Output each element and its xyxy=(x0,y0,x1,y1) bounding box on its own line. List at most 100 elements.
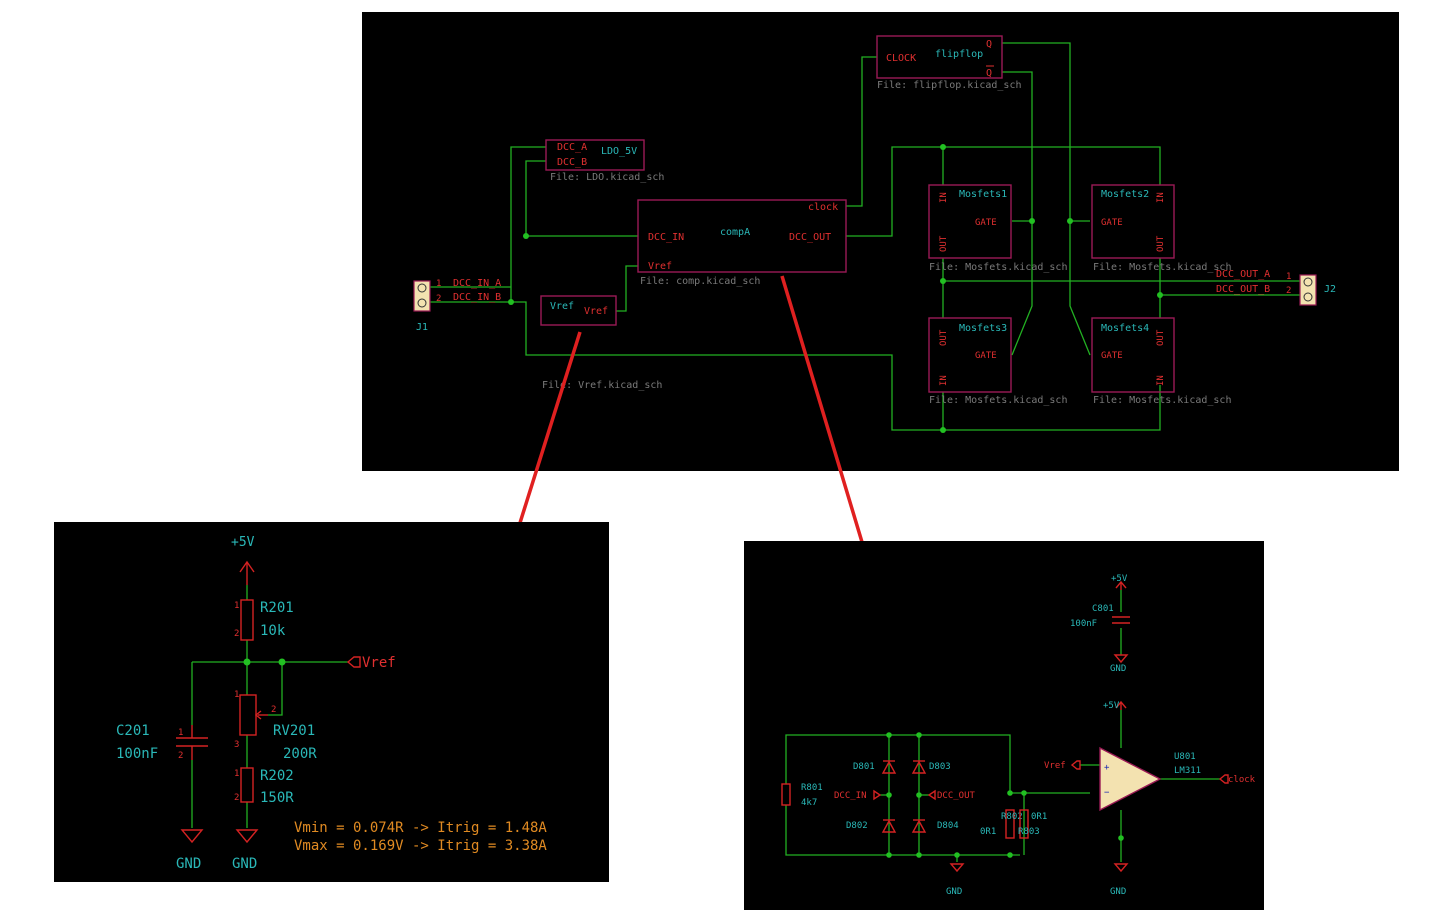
power-5v-opamp[interactable]: +5V xyxy=(1103,700,1127,711)
label-text: DCC_OUT xyxy=(937,791,976,801)
label-text: Vref xyxy=(362,655,396,671)
sheet-vref[interactable]: Vref Vref File: Vref.kicad_sch xyxy=(540,295,662,391)
comp-panel xyxy=(744,541,1264,910)
pin-clock: CLOCK xyxy=(886,53,916,64)
sheet-flipflop[interactable]: flipflop CLOCK Q Q File: flipflop.kicad_… xyxy=(876,35,1022,91)
sheet-name: flipflop xyxy=(935,49,983,60)
label-vref[interactable]: Vref xyxy=(1044,760,1081,771)
gnd-label: GND xyxy=(1110,887,1126,897)
resistor-r202[interactable]: 1 2 R202 150R xyxy=(234,767,294,806)
pin-number: 3 xyxy=(234,740,239,750)
gnd-label: GND xyxy=(1110,664,1126,674)
sheet-name: Mosfets2 xyxy=(1101,189,1149,200)
gnd-symbol-c201[interactable]: GND xyxy=(176,829,204,872)
ref-label: D804 xyxy=(937,821,959,831)
pin-dcc-b: DCC_B xyxy=(557,157,587,168)
sheet-mosfets3[interactable]: Mosfets3 GATE OUT IN File: Mosfets.kicad… xyxy=(928,317,1067,406)
pin-number: 2 xyxy=(234,629,239,639)
ref-label: RV201 xyxy=(273,723,315,739)
svg-text:−: − xyxy=(1104,788,1110,798)
pin-in: IN xyxy=(939,192,949,203)
potentiometer-rv201[interactable]: 1 2 3 RV201 200R xyxy=(234,690,317,762)
ref-label: R803 xyxy=(1018,827,1040,837)
hierarchical-label-vref[interactable]: Vref xyxy=(346,655,396,671)
net-label-dcc-in-a: DCC_IN_A xyxy=(453,278,501,289)
sheet-name: Mosfets1 xyxy=(959,189,1007,200)
ref-label: U801 xyxy=(1174,752,1196,762)
sheet-file: File: comp.kicad_sch xyxy=(640,276,760,287)
pin-vref: Vref xyxy=(648,261,672,272)
value-label: LM311 xyxy=(1174,766,1201,776)
pin-number: 2 xyxy=(436,294,441,304)
gnd-symbol-c801[interactable]: GND xyxy=(1110,654,1129,674)
note-vmax: Vmax = 0.169V -> Itrig = 3.38A xyxy=(294,838,547,854)
value-label: 150R xyxy=(260,790,294,806)
comp-junctions xyxy=(886,732,1124,858)
pin-number: 2 xyxy=(271,705,276,715)
connector-j2[interactable]: 1 2 DCC_OUT_A DCC_OUT_B J2 xyxy=(1216,269,1336,306)
sheet-comp[interactable]: compA DCC_IN Vref clock DCC_OUT File: co… xyxy=(637,199,847,287)
power-5v-symbol[interactable]: +5V xyxy=(231,535,255,585)
pin-dcc-a: DCC_A xyxy=(557,142,587,153)
pin-in: IN xyxy=(1156,192,1166,203)
pin-number: 2 xyxy=(178,751,183,761)
net-label-dcc-out-b: DCC_OUT_B xyxy=(1216,284,1270,295)
vref-panel xyxy=(54,522,609,882)
value-label: 4k7 xyxy=(801,798,817,808)
diode-d801[interactable]: D801 xyxy=(853,760,897,774)
label-dcc-out[interactable]: DCC_OUT xyxy=(927,789,976,801)
sheet-name: Mosfets4 xyxy=(1101,323,1149,334)
diode-d802[interactable]: D802 xyxy=(846,819,897,833)
pin-in: IN xyxy=(1156,375,1166,386)
pin-clock: clock xyxy=(808,202,838,213)
ref-label: D802 xyxy=(846,821,868,831)
note-vmin: Vmin = 0.074R -> Itrig = 1.48A xyxy=(294,820,547,836)
net-label-dcc-out-a: DCC_OUT_A xyxy=(1216,269,1270,280)
pin-gate: GATE xyxy=(975,351,997,361)
pin-number: 1 xyxy=(234,690,239,700)
pin-number: 1 xyxy=(436,279,441,289)
gnd-symbol-bottom-left[interactable]: GND xyxy=(946,863,965,897)
sheet-ldo[interactable]: LDO_5V DCC_A DCC_B File: LDO.kicad_sch xyxy=(545,139,664,183)
sheet-mosfets4[interactable]: Mosfets4 GATE OUT IN File: Mosfets.kicad… xyxy=(1091,317,1231,406)
ref-label: R802 xyxy=(1001,812,1023,822)
ref-label: C201 xyxy=(116,723,150,739)
diode-d803[interactable]: D803 xyxy=(911,760,951,774)
resistor-r801[interactable]: R801 4k7 xyxy=(781,783,823,808)
connector-j1[interactable]: 1 2 DCC_IN_A DCC_IN_B J1 xyxy=(413,278,501,333)
ref-j1: J1 xyxy=(416,322,428,333)
pin-number: 2 xyxy=(234,793,239,803)
diode-d804[interactable]: D804 xyxy=(911,819,959,833)
label-dcc-in[interactable]: DCC_IN xyxy=(834,789,882,801)
label-clock[interactable]: clock xyxy=(1218,774,1256,785)
resistor-r803[interactable]: 0R1 R803 xyxy=(1018,809,1047,839)
sheet-mosfets2[interactable]: Mosfets2 GATE IN OUT File: Mosfets.kicad… xyxy=(1091,184,1231,273)
sheet-name: compA xyxy=(720,227,750,238)
pin-out: OUT xyxy=(1156,329,1166,346)
resistor-r201[interactable]: 1 2 R201 10k xyxy=(234,599,294,641)
main-wires xyxy=(430,42,1300,431)
power-label: +5V xyxy=(231,535,255,550)
gnd-symbol-r202[interactable]: GND xyxy=(232,829,259,872)
svg-text:+: + xyxy=(1104,763,1110,773)
gnd-symbol-opamp[interactable]: GND xyxy=(1110,863,1129,897)
pin-number: 1 xyxy=(234,769,239,779)
sheet-mosfets1[interactable]: Mosfets1 GATE IN OUT File: Mosfets.kicad… xyxy=(928,184,1067,273)
pin-number: 2 xyxy=(1286,286,1291,296)
vref-detail-schematic: +5V 1 2 R201 10k 1 2 3 RV201 200R 1 2 R2… xyxy=(54,522,609,882)
capacitor-c801[interactable]: C801 100nF xyxy=(1070,604,1130,629)
ref-label: R202 xyxy=(260,768,294,784)
pin-number: 1 xyxy=(1286,272,1291,282)
pin-in: IN xyxy=(939,375,949,386)
ref-label: R801 xyxy=(801,783,823,793)
sheet-file: File: Mosfets.kicad_sch xyxy=(1093,262,1231,273)
label-text: clock xyxy=(1228,775,1256,785)
opamp-u801[interactable]: + − U801 LM311 xyxy=(1099,746,1201,812)
main-junctions xyxy=(508,144,1163,433)
resistor-r802[interactable]: R802 0R1 xyxy=(980,809,1023,839)
pin-out: OUT xyxy=(939,329,949,346)
capacitor-c201[interactable]: 1 2 C201 100nF xyxy=(116,723,208,762)
power-5v-top[interactable]: +5V xyxy=(1111,574,1128,590)
ref-label: D803 xyxy=(929,762,951,772)
